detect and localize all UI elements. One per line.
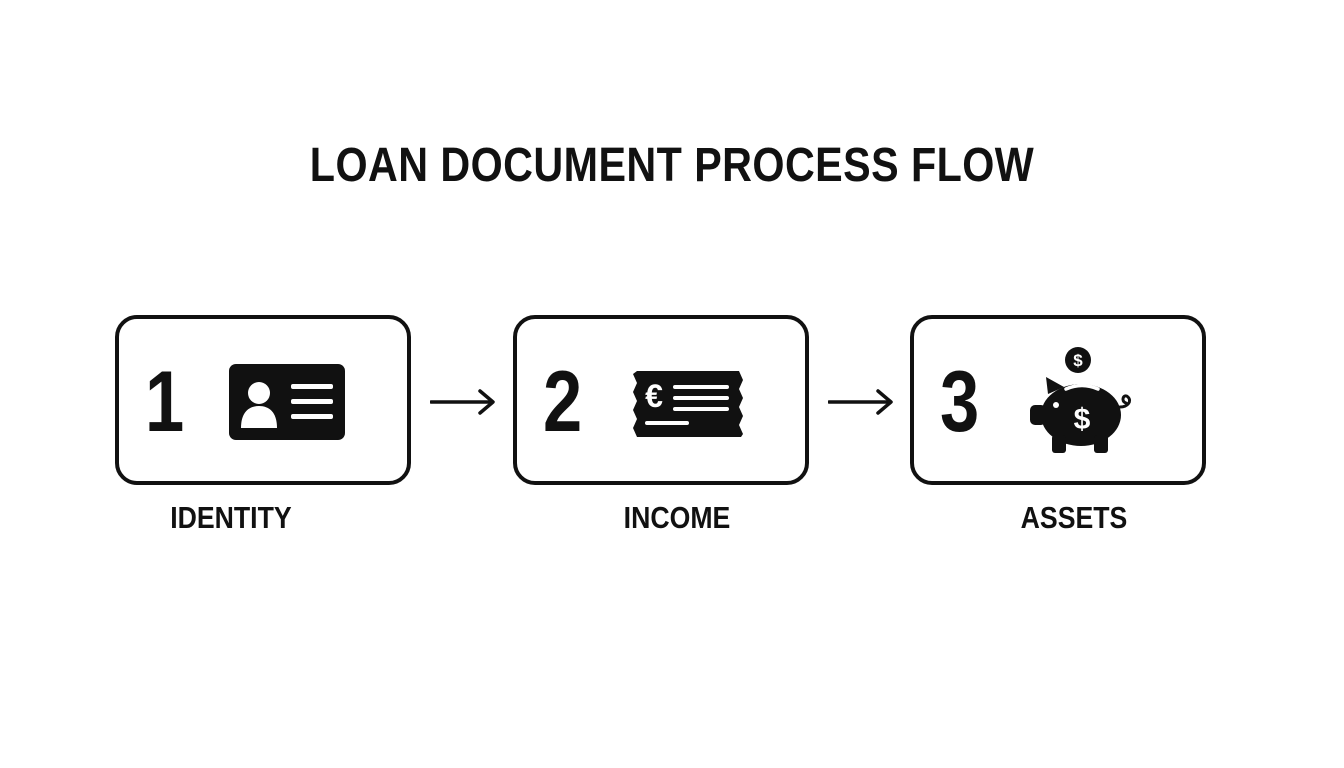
euro-check-icon: € xyxy=(633,371,743,437)
piggy-bank-icon: $ $ xyxy=(1030,347,1132,453)
id-card-icon xyxy=(229,364,345,440)
step-label-income: INCOME xyxy=(623,500,731,535)
step-number: 1 xyxy=(145,354,185,450)
euro-symbol: € xyxy=(645,378,663,414)
step-number: 2 xyxy=(543,354,583,450)
step-label-assets: ASSETS xyxy=(1020,500,1128,535)
step-label-identity: IDENTITY xyxy=(170,500,292,535)
step-card-income: 2 € xyxy=(513,315,809,485)
coin-dollar-symbol: $ xyxy=(1073,351,1083,370)
step-card-identity: 1 xyxy=(115,315,411,485)
arrow-right-icon xyxy=(430,389,495,415)
body-dollar-symbol: $ xyxy=(1074,403,1091,436)
diagram-title: LOAN DOCUMENT PROCESS FLOW xyxy=(309,139,1035,192)
step-number: 3 xyxy=(940,354,980,450)
step-card-assets: 3 $ $ xyxy=(910,315,1206,485)
arrow-right-icon xyxy=(828,389,893,415)
